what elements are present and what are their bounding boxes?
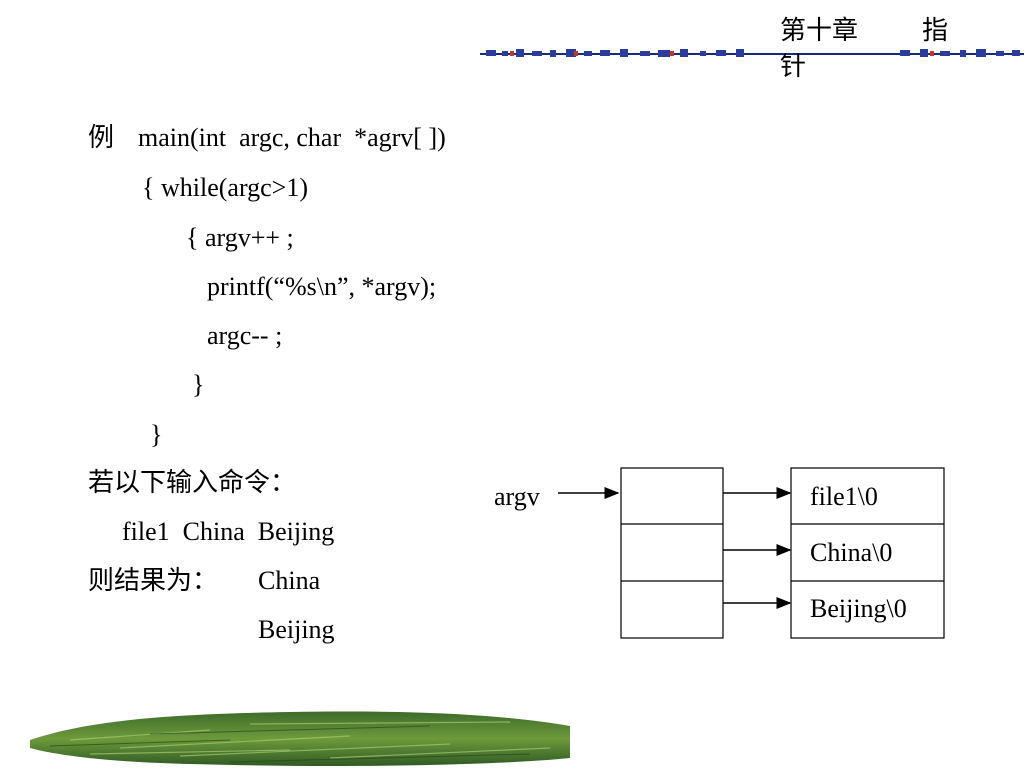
input-command: file1 China Beijing xyxy=(122,517,335,546)
code-line-1: main(int argc, char *agrv[ ]) xyxy=(138,123,446,152)
string-table xyxy=(790,467,945,639)
footer-decorative-band xyxy=(30,711,570,766)
result-line-1: China xyxy=(258,566,321,595)
example-label: 例 xyxy=(88,123,115,153)
string-cell-3: Beijing\0 xyxy=(810,594,907,623)
string-cell-1: file1\0 xyxy=(810,482,878,511)
result-label: 则结果为： xyxy=(88,566,219,596)
topic-label-1: 指 xyxy=(922,16,949,46)
code-line-5: argc-- ; xyxy=(207,321,283,350)
input-prompt: 若以下输入命令： xyxy=(88,468,297,498)
header-decorative-band xyxy=(480,49,1024,57)
code-line-4: printf(“%s\n”, *argv); xyxy=(207,272,437,301)
code-line-7: } xyxy=(150,420,163,449)
pointer-array xyxy=(620,467,724,639)
code-line-6: } xyxy=(192,370,205,399)
string-cell-2: China\0 xyxy=(810,538,892,567)
code-line-2: { while(argc>1) xyxy=(142,173,308,202)
argv-label: argv xyxy=(494,482,540,511)
result-line-2: Beijing xyxy=(258,615,335,644)
code-line-3: { argv++ ; xyxy=(186,223,294,252)
chapter-title: 第十章 指 xyxy=(780,16,949,46)
chapter-title-line2: 针 xyxy=(780,52,806,82)
chapter-label: 第十章 xyxy=(780,16,859,46)
topic-label-2: 针 xyxy=(780,52,807,82)
